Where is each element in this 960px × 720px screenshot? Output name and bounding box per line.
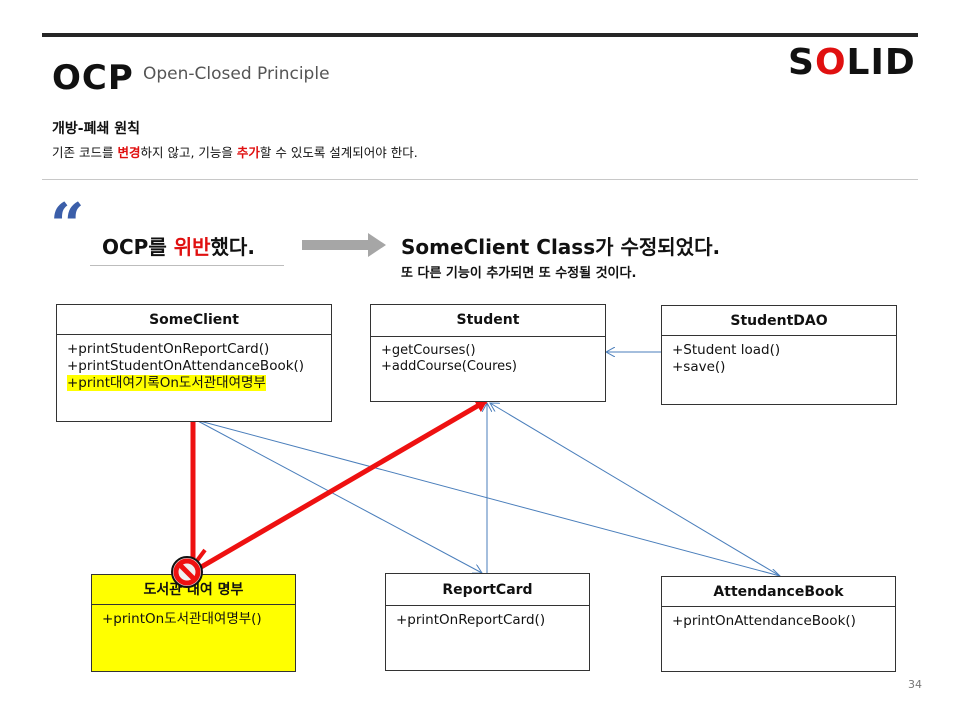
- page-subtitle: Open-Closed Principle: [143, 64, 330, 84]
- desc-part3: 할 수 있도록 설계되어야 한다.: [259, 145, 418, 160]
- reportcard-name: ReportCard: [386, 574, 589, 606]
- dependency-someclient-to-reportcard: [195, 419, 482, 573]
- violation-prefix: OCP를: [102, 235, 174, 259]
- attendancebook-class: AttendanceBook +printOnAttendanceBook(): [661, 576, 896, 672]
- top-rule: [42, 33, 918, 37]
- student-class: Student +getCourses() +addCourse(Coures): [370, 304, 606, 402]
- reportcard-class: ReportCard +printOnReportCard(): [385, 573, 590, 671]
- studentdao-name: StudentDAO: [662, 306, 896, 336]
- solid-logo-suffix: LID: [846, 42, 916, 83]
- violation-statement: OCP를 위반했다.: [102, 231, 255, 260]
- studentdao-class: StudentDAO +Student load() +save(): [661, 305, 897, 405]
- someclient-method: +printStudentOnAttendanceBook(): [67, 358, 305, 374]
- right-arrow-icon: [302, 233, 386, 257]
- violation-arrow-down: [190, 420, 207, 568]
- library-name: 도서관 대여 명부: [92, 575, 295, 605]
- studentdao-methods: +Student load() +save(): [662, 336, 896, 382]
- desc-part2: 하지 않고, 기능을: [140, 145, 237, 160]
- solid-logo-prefix: S: [788, 42, 815, 83]
- attendancebook-name: AttendanceBook: [662, 577, 895, 607]
- desc-highlight-add: 추가: [236, 145, 260, 160]
- library-method: +printOn도서관대여명부(): [102, 611, 262, 627]
- solid-logo-highlight: O: [814, 42, 847, 83]
- violation-highlight: 위반: [173, 235, 211, 259]
- quote-icon: “: [50, 191, 85, 261]
- desc-highlight-change: 변경: [117, 145, 141, 160]
- violation-underline: [90, 265, 284, 266]
- solid-logo: SOLID: [788, 42, 916, 83]
- violation-arrow-up: [194, 398, 488, 573]
- someclient-class: SomeClient +printStudentOnReportCard() +…: [56, 304, 332, 422]
- student-name: Student: [371, 305, 605, 337]
- someclient-method: +printStudentOnReportCard(): [67, 341, 270, 357]
- section-divider: [42, 179, 918, 180]
- library-class: 도서관 대여 명부 +printOn도서관대여명부(): [91, 574, 296, 672]
- studentdao-method: +save(): [672, 359, 726, 375]
- claim-main: SomeClient Class가 수정되었다.: [401, 235, 721, 259]
- principle-heading: 개방-폐쇄 원칙: [52, 121, 140, 137]
- student-method: +getCourses(): [381, 343, 476, 358]
- dependency-someclient-to-attendancebook: [195, 419, 780, 576]
- reportcard-methods: +printOnReportCard(): [386, 606, 589, 635]
- prohibited-icon: [171, 556, 203, 588]
- library-methods: +printOn도서관대여명부(): [92, 605, 295, 634]
- someclient-name: SomeClient: [57, 305, 331, 335]
- claim-sub: 또 다른 기능이 추가되면 또 수정될 것이다.: [401, 266, 637, 281]
- dependency-attendancebook-to-student: [490, 403, 781, 577]
- attendancebook-methods: +printOnAttendanceBook(): [662, 607, 895, 636]
- page-title: OCP: [52, 58, 134, 98]
- student-methods: +getCourses() +addCourse(Coures): [371, 337, 605, 381]
- student-method: +addCourse(Coures): [381, 359, 517, 374]
- attendancebook-method: +printOnAttendanceBook(): [672, 613, 856, 629]
- violation-suffix: 했다.: [210, 235, 255, 259]
- page-number: 34: [908, 678, 922, 691]
- desc-part1: 기존 코드를: [52, 145, 118, 160]
- someclient-methods: +printStudentOnReportCard() +printStuden…: [57, 335, 331, 398]
- principle-description: 기존 코드를 변경하지 않고, 기능을 추가할 수 있도록 설계되어야 한다.: [52, 142, 418, 161]
- someclient-method-highlighted: +print대여기록On도서관대여명부: [67, 375, 266, 391]
- reportcard-method: +printOnReportCard(): [396, 612, 546, 628]
- studentdao-method: +Student load(): [672, 342, 781, 358]
